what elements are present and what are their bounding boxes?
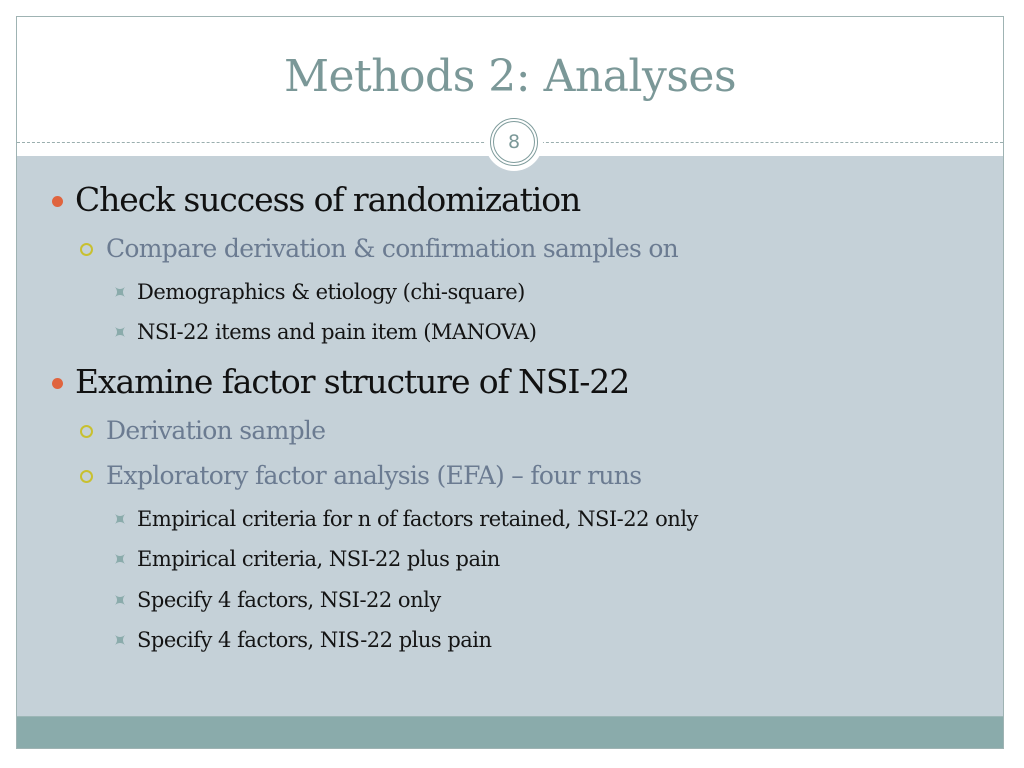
slide: Methods 2: Analyses Check success of ran… [16,16,1004,749]
bullet-text: Specify 4 factors, NIS-22 plus pain [137,628,492,652]
slide-title: Methods 2: Analyses [283,51,737,102]
list-item: Exploratory factor analysis (EFA) – four… [80,461,642,490]
four-point-star-bullet-icon [115,327,125,337]
list-item: Specify 4 factors, NIS-22 plus pain [115,628,492,652]
slide-content: Check success of randomization Compare d… [17,156,1003,716]
hollow-circle-bullet-icon [80,243,93,256]
bullet-text: Derivation sample [106,416,326,445]
list-item: Compare derivation & confirmation sample… [80,234,679,263]
list-item: Derivation sample [80,416,326,445]
bullet-text: Compare derivation & confirmation sample… [106,234,679,263]
page-number-badge: 8 [485,113,543,171]
four-point-star-bullet-icon [115,554,125,564]
list-item: Empirical criteria for n of factors reta… [115,507,698,531]
bullet-text: Specify 4 factors, NSI-22 only [137,588,441,612]
list-item: Examine factor structure of NSI-22 [52,362,630,401]
list-item: Demographics & etiology (chi-square) [115,280,525,304]
bullet-text: Demographics & etiology (chi-square) [137,280,525,304]
four-point-star-bullet-icon [115,595,125,605]
page-number: 8 [490,118,538,166]
bullet-text: NSI-22 items and pain item (MANOVA) [137,320,537,344]
list-item: NSI-22 items and pain item (MANOVA) [115,320,537,344]
list-item: Check success of randomization [52,180,581,219]
bullet-text: Check success of randomization [75,180,581,219]
hollow-circle-bullet-icon [80,425,93,438]
list-item: Specify 4 factors, NSI-22 only [115,588,441,612]
hollow-circle-bullet-icon [80,470,93,483]
bullet-text: Empirical criteria for n of factors reta… [137,507,698,531]
filled-circle-bullet-icon [52,378,63,389]
filled-circle-bullet-icon [52,196,63,207]
list-item: Empirical criteria, NSI-22 plus pain [115,547,500,571]
four-point-star-bullet-icon [115,635,125,645]
bullet-text: Empirical criteria, NSI-22 plus pain [137,547,500,571]
footer-bar [17,716,1003,748]
bullet-text: Examine factor structure of NSI-22 [75,362,630,401]
bullet-text: Exploratory factor analysis (EFA) – four… [106,461,642,490]
four-point-star-bullet-icon [115,287,125,297]
four-point-star-bullet-icon [115,514,125,524]
